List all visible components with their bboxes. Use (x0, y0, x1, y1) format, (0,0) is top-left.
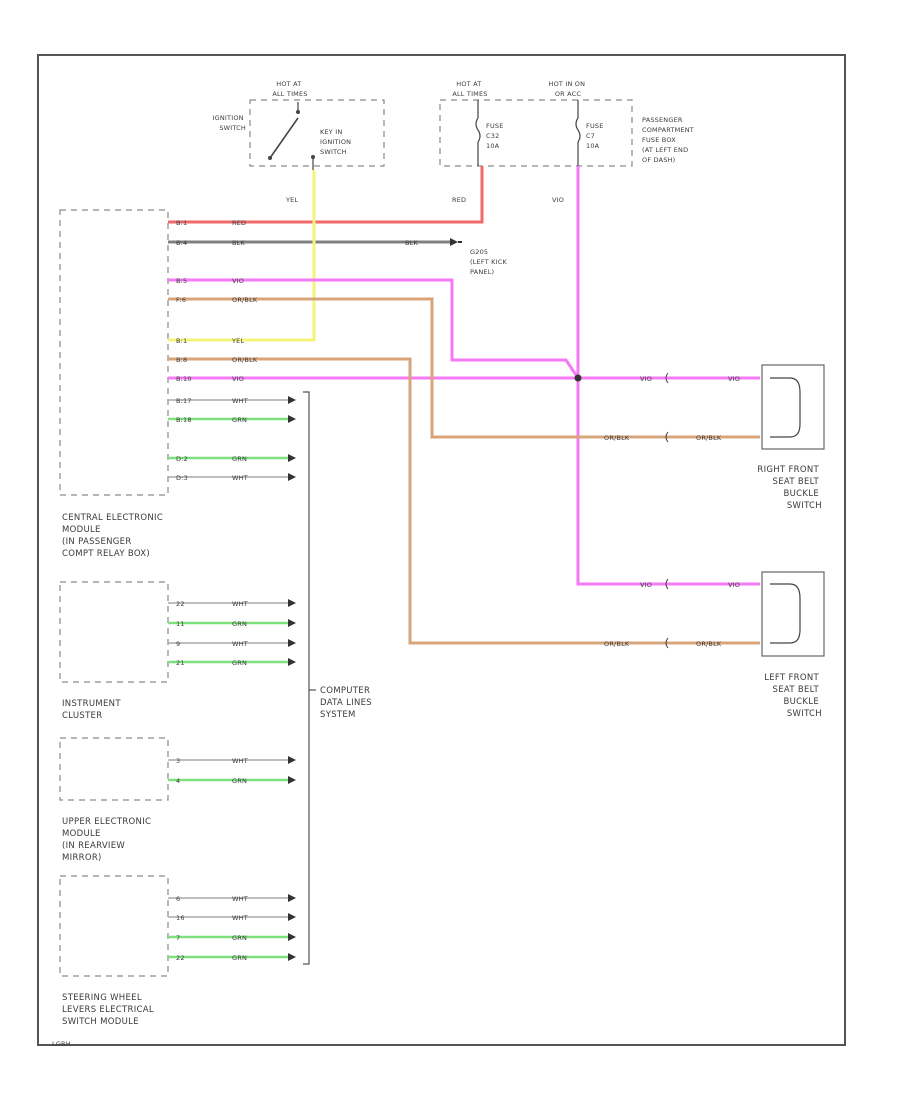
right-switch-label: RIGHT FRONT SEAT BELT BUCKLE SWITCH (757, 465, 822, 511)
swm-pins: 6 WHT 16 WHT 7 GRN 22 GRN (168, 894, 296, 962)
red-wire-label: RED (452, 196, 466, 204)
cem-pins: B:1 RED B:4 BLK B:5 VIO F:6 OR/BLK B:1 Y… (176, 219, 258, 383)
svg-text:7: 7 (176, 934, 180, 942)
vio-wire-label: VIO (552, 196, 564, 204)
left-switch-label: LEFT FRONT SEAT BELT BUCKLE SWITCH (764, 673, 822, 719)
svg-text:OR/BLK: OR/BLK (696, 434, 722, 442)
passenger-fuse-box: HOT AT ALL TIMES HOT IN ON OR ACC FUSE C… (439, 80, 696, 167)
svg-text:16: 16 (176, 914, 185, 922)
svg-text:B:1: B:1 (176, 337, 187, 345)
svg-text:B:1: B:1 (176, 219, 187, 227)
svg-text:GRN: GRN (232, 659, 247, 667)
svg-text:22: 22 (176, 600, 185, 608)
fuse-b-label: FUSE C7 10A (586, 122, 606, 150)
computer-data-lines-bracket: COMPUTER DATA LINES SYSTEM (303, 391, 375, 965)
ground-wire-label: BLK (405, 239, 418, 247)
svg-text:WHT: WHT (232, 640, 248, 648)
cem-data-lines: B:17 WHT B:18 GRN D:2 GRN D:3 WHT (168, 396, 296, 482)
right-front-buckle-switch: VIO VIO OR/BLK OR/BLK RIGHT FRONT SEAT B… (604, 364, 825, 511)
fuse-box-label: PASSENGER COMPARTMENT FUSE BOX (AT LEFT … (642, 116, 696, 164)
instrument-cluster-label: INSTRUMENT CLUSTER (62, 699, 124, 721)
diagram-frame (37, 54, 846, 1046)
svg-text:WHT: WHT (232, 600, 248, 608)
uem-label: UPPER ELECTRONIC MODULE (IN REARVIEW MIR… (62, 817, 154, 863)
svg-text:WHT: WHT (232, 397, 248, 405)
svg-text:B:5: B:5 (176, 277, 187, 285)
swm-module (59, 875, 169, 977)
svg-text:11: 11 (176, 620, 185, 628)
svg-text:VIO: VIO (640, 581, 652, 589)
svg-text:GRN: GRN (232, 777, 247, 785)
svg-text:WHT: WHT (232, 757, 248, 765)
cem-module (59, 209, 169, 496)
diagram-code: LGRH (52, 1040, 71, 1048)
instrument-cluster-module (59, 581, 169, 683)
svg-text:6: 6 (176, 895, 180, 903)
data-lines-label: COMPUTER DATA LINES SYSTEM (320, 686, 375, 720)
ignition-switch-label: IGNITION SWITCH (213, 114, 246, 132)
svg-text:BLK: BLK (232, 239, 245, 247)
wire-red (168, 166, 484, 224)
svg-text:4: 4 (176, 777, 180, 785)
svg-text:OR/BLK: OR/BLK (232, 356, 258, 364)
svg-text:F:6: F:6 (176, 296, 186, 304)
svg-text:OR/BLK: OR/BLK (604, 640, 630, 648)
fuse-hot-on-label: HOT IN ON OR ACC (549, 80, 588, 98)
wire-orblk-f6 (168, 297, 760, 439)
wire-vio-fuse (576, 166, 760, 586)
instrument-cluster-pins: 22 WHT 11 GRN 9 WHT 21 GRN (168, 599, 296, 667)
ground-label: G205 (LEFT KICK PANEL) (470, 248, 509, 276)
wire-orblk-b8 (168, 357, 760, 645)
svg-text:OR/BLK: OR/BLK (696, 640, 722, 648)
svg-text:WHT: WHT (232, 474, 248, 482)
splice-dot (574, 374, 582, 382)
svg-text:GRN: GRN (232, 934, 247, 942)
svg-text:B:4: B:4 (176, 239, 187, 247)
uem-module (59, 737, 169, 801)
wire-vio-b5 (168, 278, 580, 379)
svg-text:22: 22 (176, 954, 185, 962)
svg-text:VIO: VIO (728, 375, 740, 383)
svg-text:GRN: GRN (232, 620, 247, 628)
fuse-a-label: FUSE C32 10A (486, 122, 506, 150)
fuse-hot-all-label: HOT AT ALL TIMES (452, 80, 487, 98)
svg-text:GRN: GRN (232, 455, 247, 463)
svg-text:B:18: B:18 (176, 416, 192, 424)
svg-text:OR/BLK: OR/BLK (604, 434, 630, 442)
svg-text:OR/BLK: OR/BLK (232, 296, 258, 304)
ground-g205: BLK G205 (LEFT KICK PANEL) (405, 238, 509, 276)
ignition-switch: IGNITION SWITCH HOT AT ALL TIMES KEY IN … (213, 80, 385, 170)
svg-text:9: 9 (176, 640, 180, 648)
svg-text:VIO: VIO (728, 581, 740, 589)
left-front-buckle-switch: VIO VIO OR/BLK OR/BLK LEFT FRONT SEAT BE… (604, 571, 825, 719)
svg-text:B:17: B:17 (176, 397, 192, 405)
svg-text:WHT: WHT (232, 914, 248, 922)
svg-text:D:3: D:3 (176, 474, 188, 482)
wire-yel (168, 170, 316, 342)
svg-text:VIO: VIO (640, 375, 652, 383)
svg-text:B:8: B:8 (176, 356, 187, 364)
swm-label: STEERING WHEEL LEVERS ELECTRICAL SWITCH … (62, 993, 157, 1027)
ignition-hot-label: HOT AT ALL TIMES (272, 80, 307, 98)
svg-text:D:2: D:2 (176, 455, 188, 463)
svg-text:B:10: B:10 (176, 375, 192, 383)
svg-text:3: 3 (176, 757, 180, 765)
uem-pins: 3 WHT 4 GRN (168, 756, 296, 785)
yel-wire-label: YEL (285, 196, 298, 204)
svg-text:21: 21 (176, 659, 185, 667)
svg-text:RED: RED (232, 219, 246, 227)
svg-text:YEL: YEL (231, 337, 244, 345)
svg-text:GRN: GRN (232, 416, 247, 424)
svg-text:VIO: VIO (232, 375, 244, 383)
cem-label: CENTRAL ELECTRONIC MODULE (IN PASSENGER … (62, 513, 166, 559)
svg-text:GRN: GRN (232, 954, 247, 962)
key-in-label: KEY IN IGNITION SWITCH (320, 128, 353, 156)
svg-text:VIO: VIO (232, 277, 244, 285)
svg-text:WHT: WHT (232, 895, 248, 903)
